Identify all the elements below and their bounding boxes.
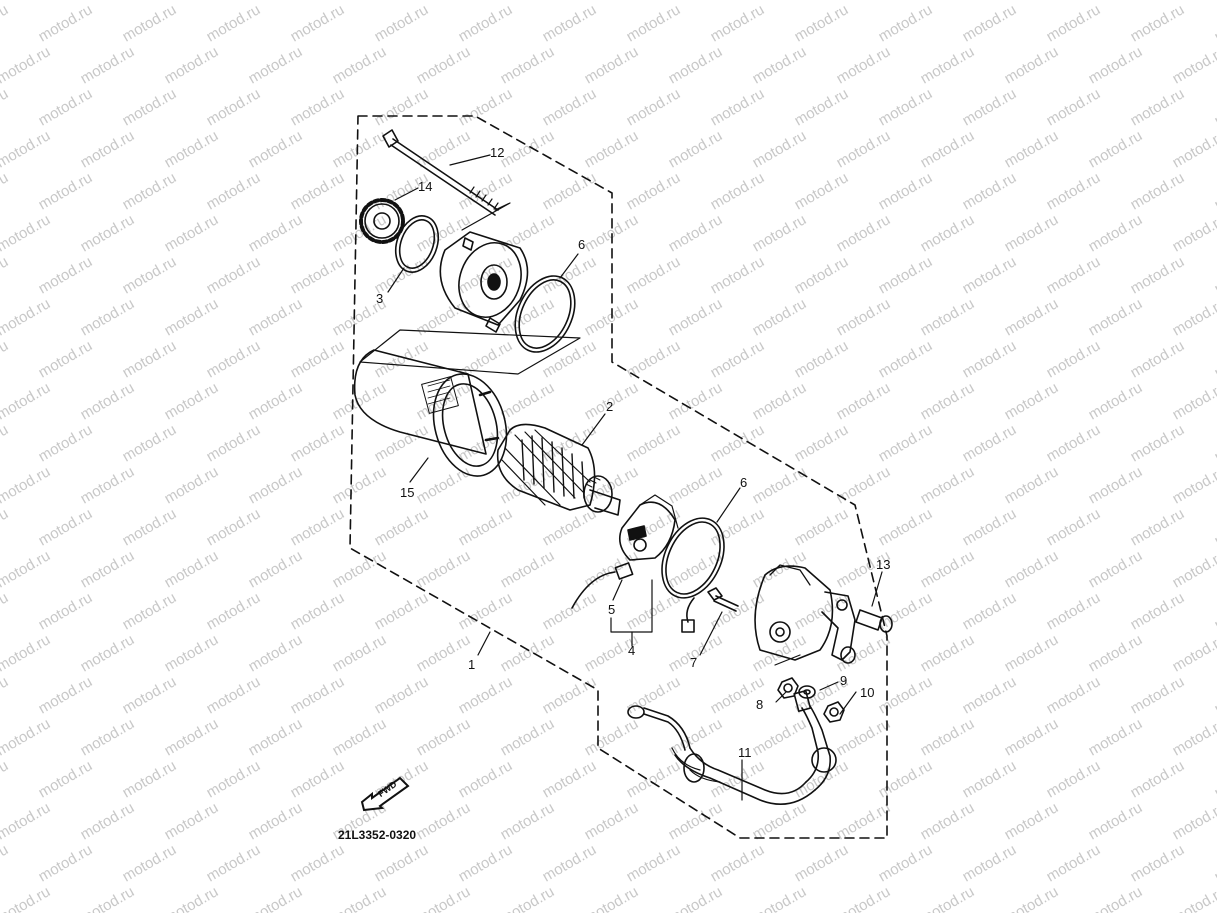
front-cover bbox=[439, 231, 529, 333]
through-bolt bbox=[382, 129, 499, 216]
callout-3: 3 bbox=[376, 291, 384, 306]
o-ring-3 bbox=[394, 215, 440, 273]
callout-10: 10 bbox=[860, 685, 875, 700]
rear-cover bbox=[754, 564, 856, 664]
brush-lead bbox=[571, 562, 695, 633]
callout-8: 8 bbox=[756, 697, 764, 712]
armature bbox=[496, 423, 621, 516]
callout-2: 2 bbox=[606, 399, 614, 414]
callout-7: 7 bbox=[690, 655, 698, 670]
brush-holder bbox=[619, 494, 679, 561]
forward-arrow-icon bbox=[360, 776, 410, 812]
callout-12: 12 bbox=[490, 145, 505, 160]
callout-14: 14 bbox=[418, 179, 433, 194]
assembly-outline bbox=[349, 115, 888, 839]
callout-6-lower: 6 bbox=[740, 475, 748, 490]
drive-gear bbox=[359, 198, 405, 244]
callout-11: 11 bbox=[738, 745, 752, 760]
starter-cable bbox=[627, 689, 837, 806]
o-ring-6-upper bbox=[514, 275, 576, 353]
callout-9: 9 bbox=[840, 673, 848, 688]
mounting-bolt bbox=[855, 609, 893, 633]
callout-1: 1 bbox=[468, 657, 476, 672]
diagram-code: 21L3352-0320 bbox=[338, 828, 417, 842]
o-ring-6-lower bbox=[661, 517, 725, 599]
callout-4: 4 bbox=[628, 643, 636, 658]
callout-5: 5 bbox=[608, 602, 616, 617]
terminal-bolt bbox=[707, 587, 739, 612]
callout-6-upper: 6 bbox=[578, 237, 586, 252]
yoke-housing bbox=[353, 349, 508, 477]
terminal-nut-10 bbox=[823, 701, 845, 723]
callout-15: 15 bbox=[400, 485, 415, 500]
callout-13: 13 bbox=[876, 557, 891, 572]
